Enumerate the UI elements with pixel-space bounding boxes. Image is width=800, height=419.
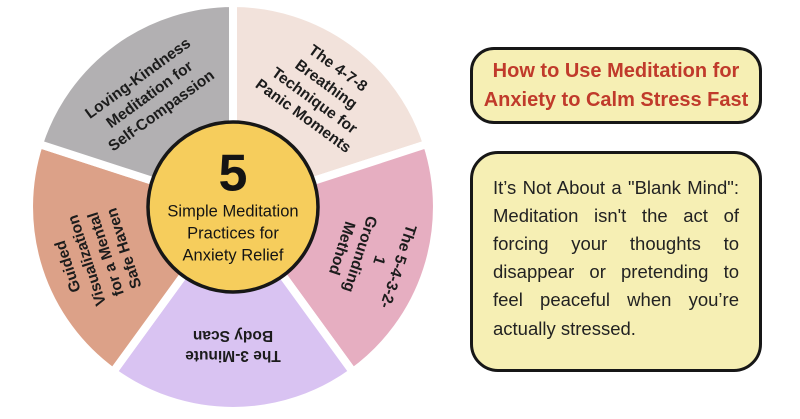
- wheel-center-circle: [146, 120, 320, 294]
- wheel-graphic: [29, 3, 437, 415]
- wheel-segment-body-scan: [109, 203, 357, 415]
- meditation-wheel-diagram: The 4-7-8 Breathing Technique for Panic …: [29, 3, 437, 415]
- title-text: How to Use Meditation for Anxiety to Cal…: [483, 59, 749, 111]
- title-box: How to Use Meditation for Anxiety to Cal…: [470, 47, 762, 124]
- description-box: It’s Not About a "Blank Mind": Meditatio…: [470, 151, 762, 372]
- description-text: It’s Not About a "Blank Mind": Meditatio…: [493, 177, 739, 339]
